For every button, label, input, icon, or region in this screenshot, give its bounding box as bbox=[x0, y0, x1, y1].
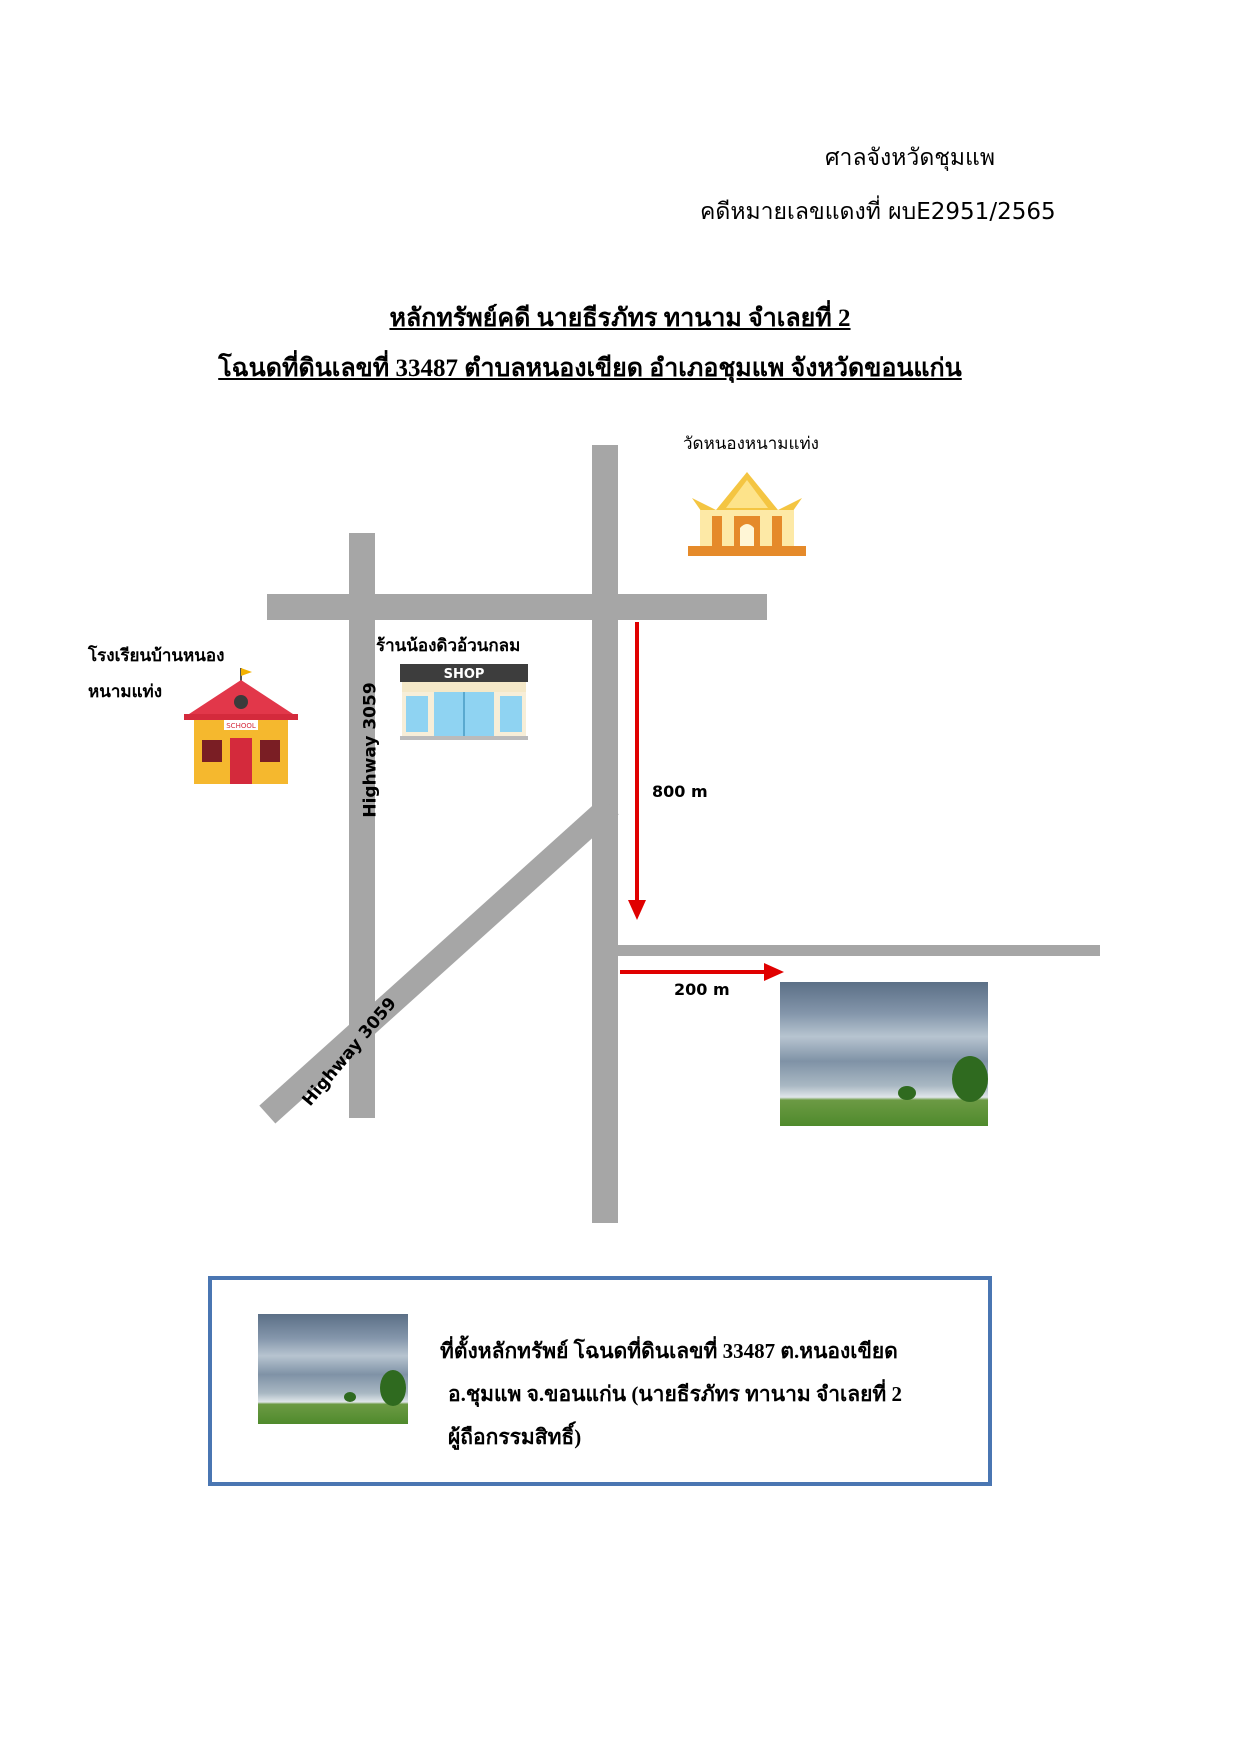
school-icon: SCHOOL bbox=[184, 668, 298, 784]
road-highway-diagonal bbox=[259, 796, 619, 1124]
location-info-box bbox=[208, 1276, 992, 1486]
info-line-3: ผู้ถือกรรมสิทธิ์) bbox=[448, 1425, 582, 1449]
title-land-deed: โฉนดที่ดินเลขที่ 33487 ตำบลหนองเขียด อำเ… bbox=[218, 355, 962, 382]
distance-south-label: 800 m bbox=[652, 782, 708, 801]
shop-icon: SHOP bbox=[400, 664, 528, 740]
land-photo bbox=[780, 982, 988, 1126]
tree-shape bbox=[344, 1392, 356, 1402]
temple-label: วัดหนองหนามแท่ง bbox=[683, 434, 819, 454]
case-number: คดีหมายเลขแดงที่ ผบE2951/2565 bbox=[700, 199, 1056, 225]
court-name: ศาลจังหวัดชุมแพ bbox=[824, 145, 996, 171]
info-line-2: อ.ชุมแพ จ.ขอนแก่น (นายธีรภัทร ทานาม จำเล… bbox=[448, 1382, 902, 1406]
tree-shape bbox=[898, 1086, 916, 1100]
location-info-text: ที่ตั้งหลักทรัพย์ โฉนดที่ดินเลขที่ 33487… bbox=[440, 1330, 980, 1459]
highway-label-vertical: Highway 3059 bbox=[360, 682, 381, 818]
school-sign-text: SCHOOL bbox=[226, 722, 256, 730]
road-lower-horizontal bbox=[618, 945, 1100, 956]
info-land-photo bbox=[258, 1314, 408, 1424]
arrow-south bbox=[628, 622, 646, 920]
temple-icon bbox=[688, 472, 806, 556]
arrow-east bbox=[620, 963, 784, 981]
shop-sign-text: SHOP bbox=[444, 667, 485, 682]
info-line-1: ที่ตั้งหลักทรัพย์ โฉนดที่ดินเลขที่ 33487… bbox=[440, 1339, 898, 1363]
title-defendant: หลักทรัพย์คดี นายธีรภัทร ทานาม จำเลยที่ … bbox=[389, 305, 851, 332]
tree-shape bbox=[380, 1370, 406, 1406]
shop-label: ร้านน้องดิวอ้วนกลม bbox=[376, 636, 521, 656]
school-label-line1: โรงเรียนบ้านหนอง bbox=[88, 646, 225, 666]
distance-east-label: 200 m bbox=[674, 980, 730, 999]
tree-shape bbox=[952, 1056, 988, 1102]
road-upper-horizontal bbox=[267, 594, 767, 620]
school-label-line2: หนามแท่ง bbox=[88, 682, 163, 702]
